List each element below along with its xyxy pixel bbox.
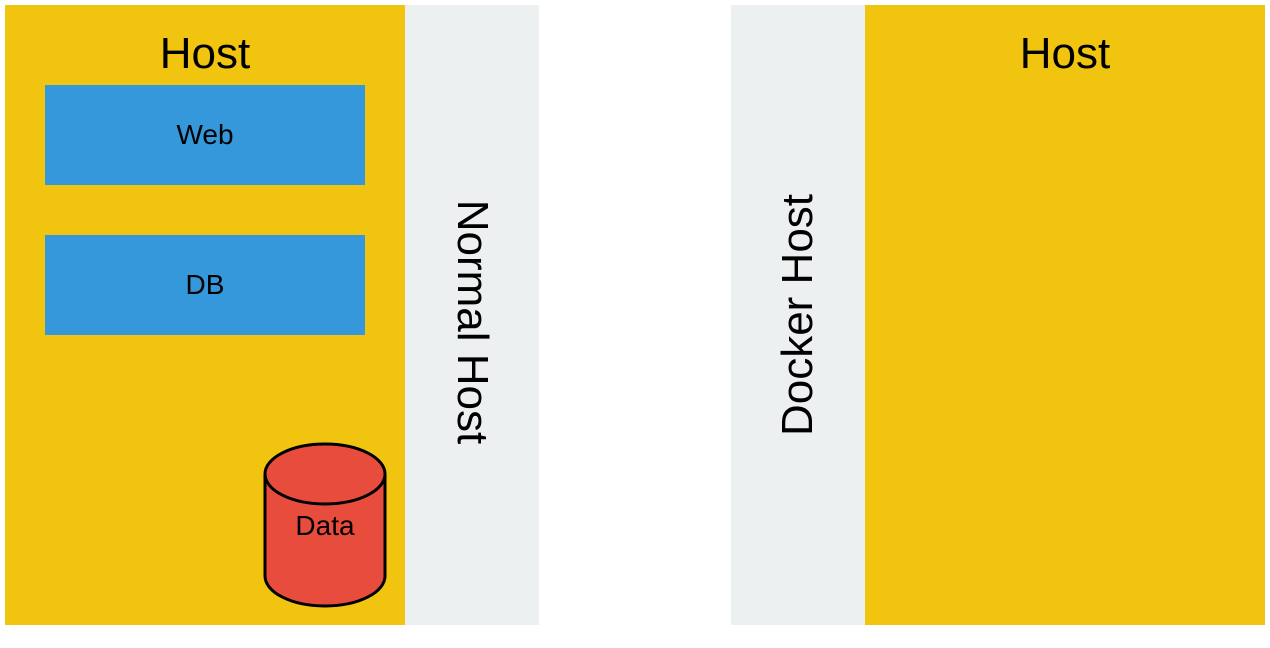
left-host-box: Host Web DB Data [5, 5, 405, 625]
db-service-label: DB [185, 269, 225, 300]
data-storage-label: Data [295, 510, 355, 541]
docker-host-label: Docker Host [773, 193, 822, 437]
data-storage-cylinder: Data [263, 442, 387, 608]
right-host-title: Host [1019, 29, 1111, 78]
normal-host-label: Normal Host [448, 199, 497, 445]
web-service-label: Web [176, 119, 234, 150]
right-host-box: Host [865, 5, 1265, 625]
left-host-title: Host [159, 29, 251, 78]
database-icon [263, 442, 387, 608]
db-service-box: DB [45, 235, 365, 335]
docker-host-bar: Docker Host [731, 5, 865, 625]
normal-host-bar: Normal Host [405, 5, 539, 625]
web-service-box: Web [45, 85, 365, 185]
